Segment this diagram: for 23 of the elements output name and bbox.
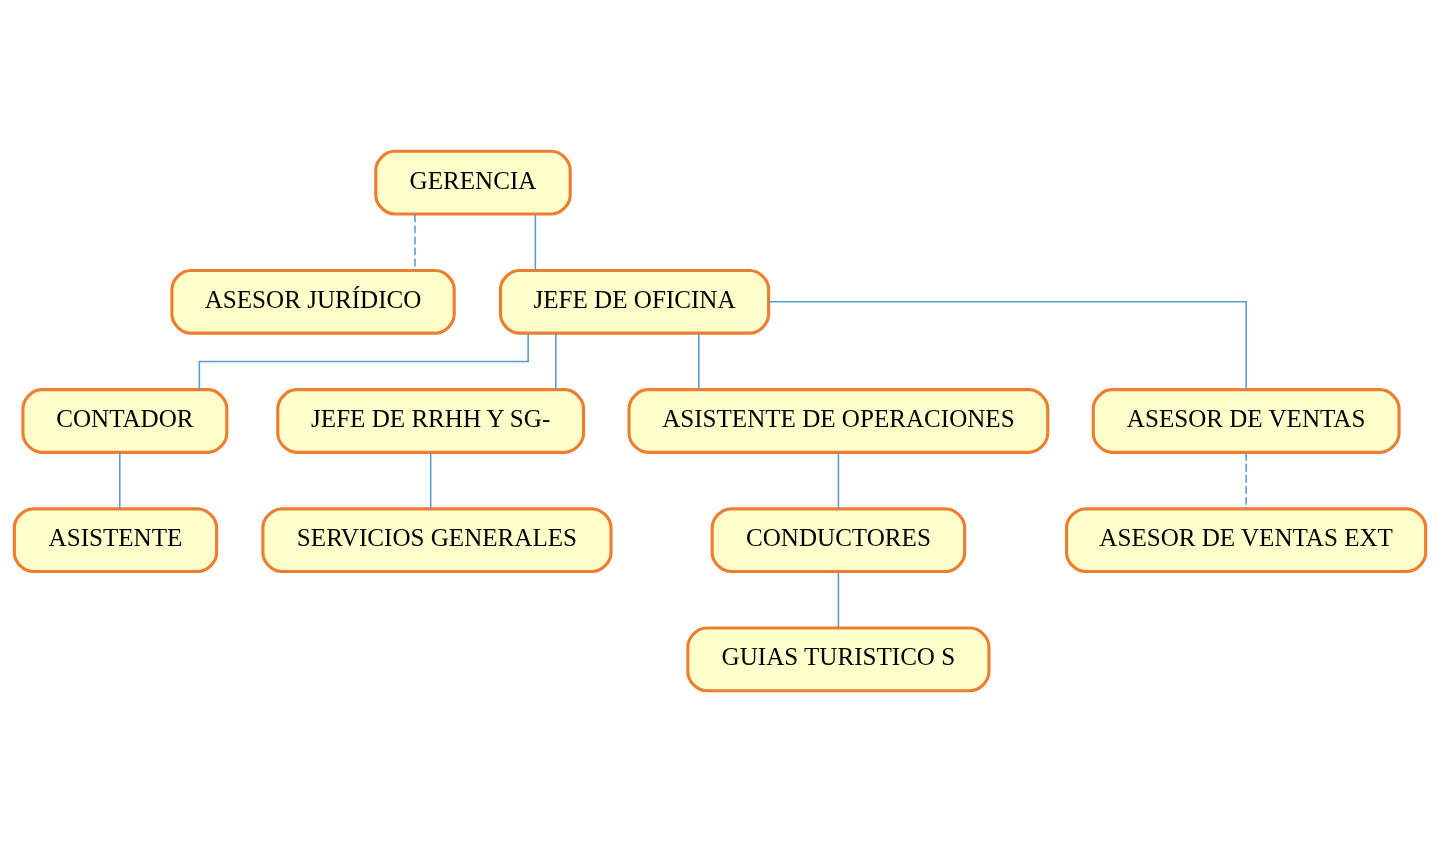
node-box: JEFE DE OFICINA — [498, 268, 771, 335]
connector — [555, 332, 557, 391]
node-box: GUIAS TURISTICO S — [686, 626, 991, 693]
connector — [414, 213, 416, 271]
node-box: JEFE DE RRHH Y SG- — [276, 388, 586, 454]
node-box: CONDUCTORES — [710, 507, 967, 574]
connector — [837, 571, 840, 629]
node-box: CONTADOR — [21, 388, 229, 454]
connector — [119, 452, 121, 510]
connector — [837, 452, 840, 510]
connector — [429, 452, 432, 510]
node-box: ASESOR DE VENTAS EXT — [1065, 507, 1428, 574]
connector — [198, 332, 529, 390]
connector — [534, 213, 537, 271]
node-box: GERENCIA — [374, 149, 572, 216]
node-box: ASESOR DE VENTAS — [1091, 388, 1401, 454]
connector — [767, 301, 1247, 390]
connector — [1245, 452, 1247, 510]
connector — [698, 332, 700, 391]
node-box: SERVICIOS GENERALES — [261, 507, 613, 574]
node-box: ASISTENTE DE OPERACIONES — [627, 388, 1050, 454]
node-box: ASISTENTE — [12, 507, 219, 574]
node-box: ASESOR JURÍDICO — [170, 268, 456, 335]
